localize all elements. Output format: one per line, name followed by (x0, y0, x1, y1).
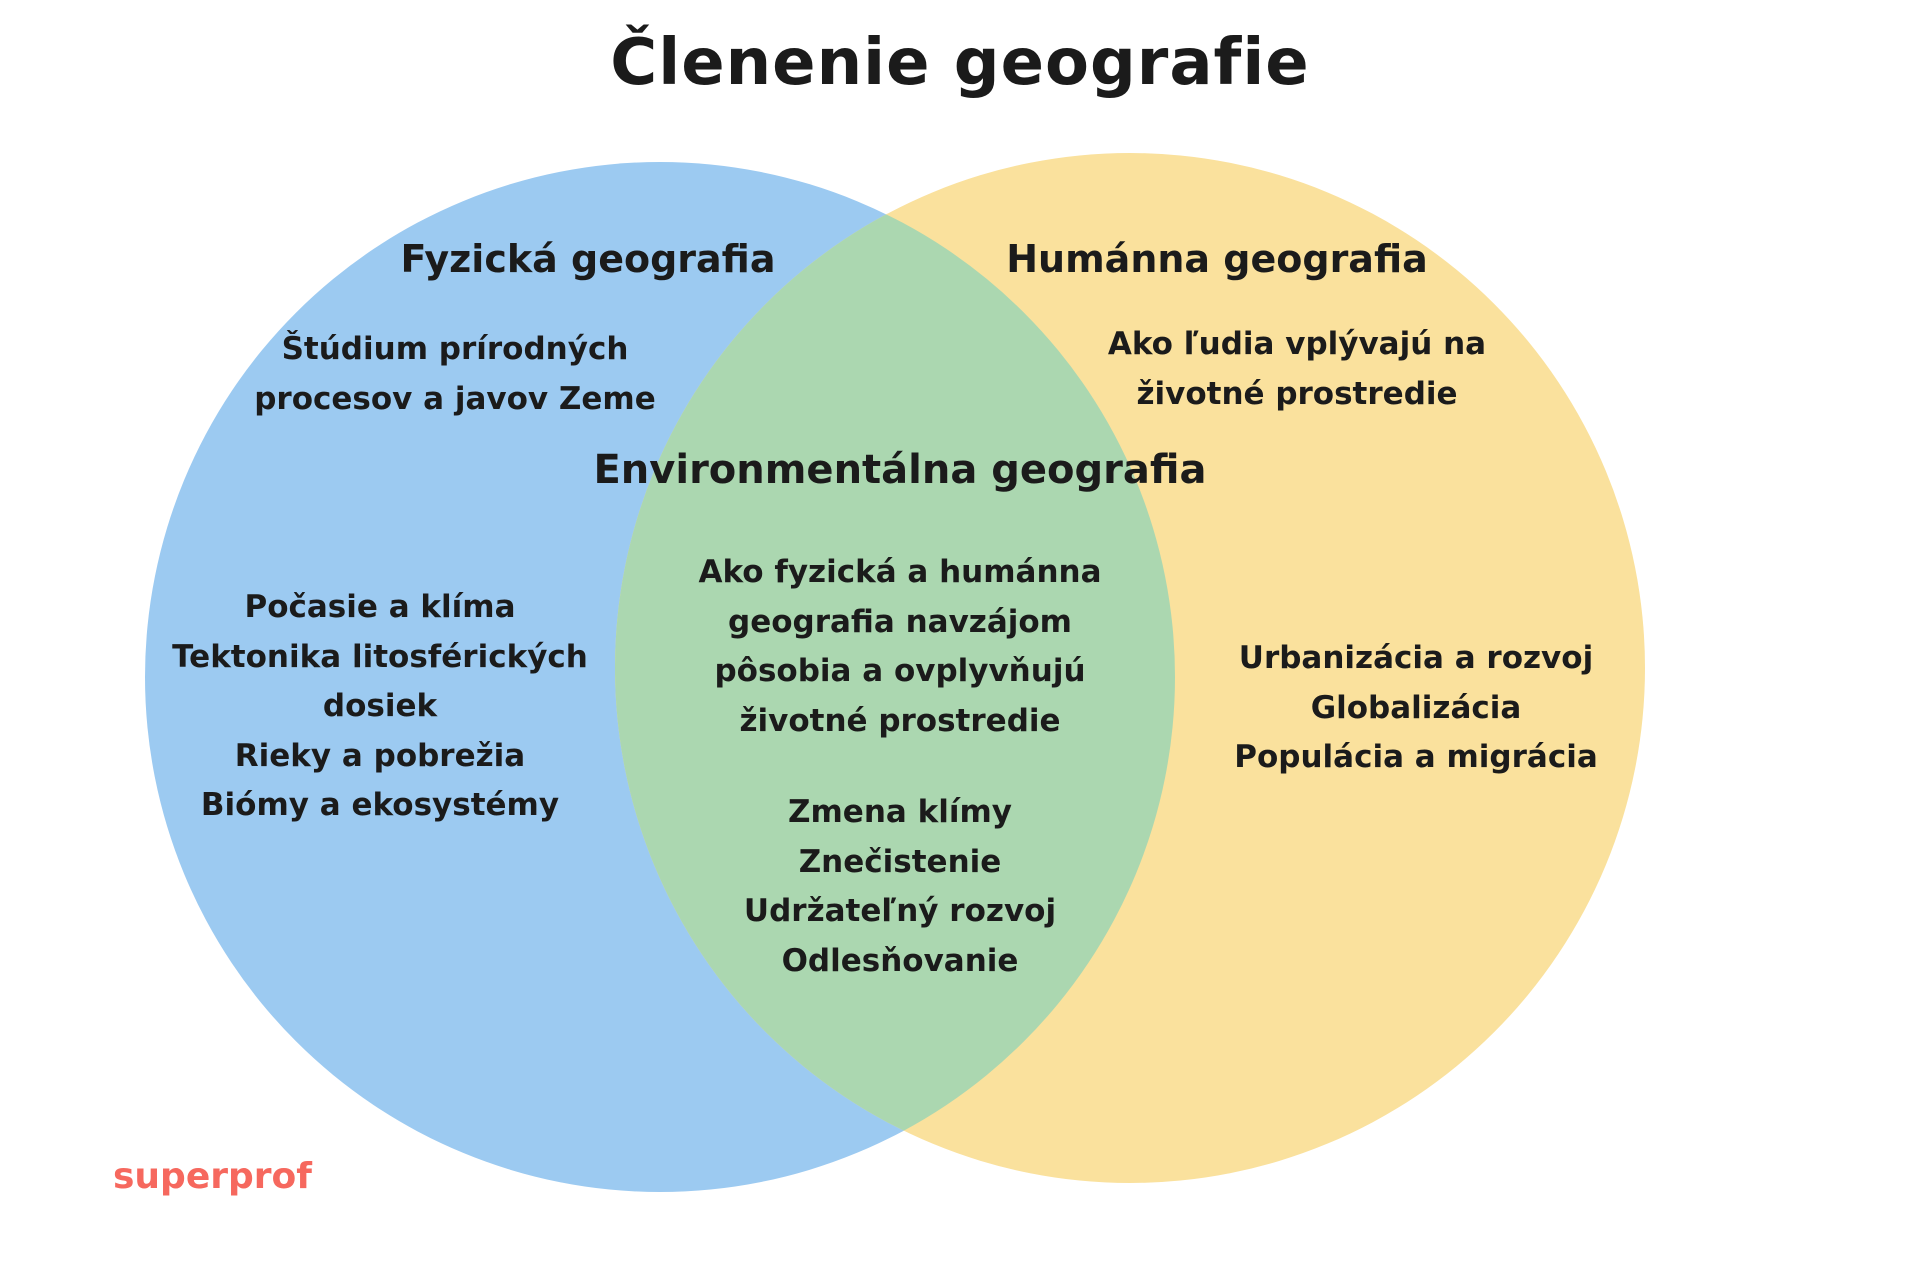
list-item: Globalizácia (1310, 689, 1522, 726)
description-line: procesov a javov Zeme (254, 380, 656, 417)
overlap-description: Ako fyzická a humánna geografia navzájom p… (670, 548, 1130, 746)
list-item: Urbanizácia a rozvoj (1238, 640, 1594, 676)
left-circle-description: Štúdium prírodných procesov a javov Zeme (195, 325, 715, 424)
description-line: Ako fyzická a humánna (698, 554, 1102, 590)
list-item: Populácia a migrácia (1234, 739, 1598, 776)
list-item: Odlesňovanie (781, 942, 1019, 979)
list-item: Zmena klímy (788, 794, 1012, 830)
right-circle-description: Ako ľudia vplývajú na životné prostredie (1037, 320, 1557, 419)
left-circle-heading: Fyzická geografia (400, 237, 776, 281)
right-circle-heading: Humánna geografia (1006, 237, 1428, 281)
list-item: Tektonika litosférických dosiek (172, 638, 588, 725)
environmental-overlap-lens (615, 162, 1175, 1183)
description-line: Ako ľudia vplývajú na (1107, 326, 1487, 362)
list-item: Rieky a pobrežia (234, 737, 526, 774)
overlap-heading: Environmentálna geografia (593, 447, 1207, 493)
description-line: geografia navzájom (728, 603, 1072, 640)
description-line: pôsobia a ovplyvňujú (714, 653, 1086, 690)
description-line: životné prostredie (1136, 375, 1458, 412)
list-item: Udržateľný rozvoj (743, 893, 1057, 930)
page-title: Členenie geografie (610, 26, 1310, 100)
description-line: Štúdium prírodných (281, 331, 629, 367)
superprof-logo: superprof (113, 1156, 312, 1197)
list-item: Počasie a klíma (244, 589, 516, 625)
description-line: životné prostredie (739, 702, 1061, 739)
list-item: Znečistenie (798, 843, 1002, 880)
list-item: Biómy a ekosystémy (200, 787, 560, 824)
